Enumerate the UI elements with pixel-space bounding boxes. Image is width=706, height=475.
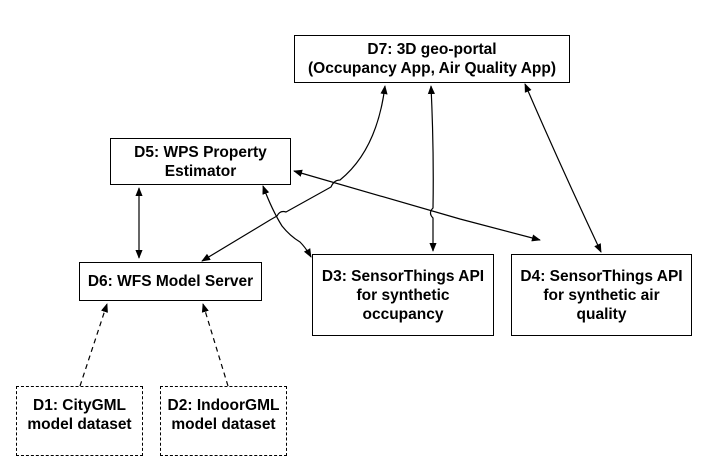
node-label-line: D7: 3D geo-portal <box>367 41 497 58</box>
node-label-line: model dataset <box>27 416 132 433</box>
node-label-line: D3: SensorThings API <box>321 267 485 285</box>
node-label-line: quality <box>576 305 627 323</box>
node-label-line: occupancy <box>362 305 444 323</box>
node-label-line: for synthetic air <box>543 286 660 304</box>
node-label-line: (Occupancy App, Air Quality App) <box>307 60 557 77</box>
node-label-line: D2: IndoorGML <box>167 397 280 414</box>
node-label-line: D5: WPS Property <box>134 143 267 161</box>
node-label-line: Estimator <box>164 162 237 180</box>
edge-d1-d6 <box>79 303 108 387</box>
node-d3-sensorthings-occupancy: D3: SensorThings API for synthetic occup… <box>312 254 494 336</box>
node-d2-indoorgml-dataset: D2: IndoorGML model dataset <box>160 386 287 456</box>
node-d5-wps-property-estimator: D5: WPS Property Estimator <box>110 138 291 185</box>
edge-d5-d3 <box>262 185 312 258</box>
edge-d5-d4 <box>293 169 541 242</box>
node-label-line: D6: WFS Model Server <box>87 273 254 290</box>
edge-d3-d7 <box>427 85 437 252</box>
edge-d4-d7 <box>524 83 602 253</box>
node-label-line: for synthetic <box>356 286 450 304</box>
node-label-line: D1: CityGML <box>33 397 126 414</box>
edge-d2-d6 <box>201 303 229 387</box>
node-d4-sensorthings-air-quality: D4: SensorThings API for synthetic air q… <box>511 254 692 336</box>
node-d1-citygml-dataset: D1: CityGML model dataset <box>16 386 143 456</box>
node-label-line: model dataset <box>171 416 276 433</box>
node-d6-wfs-model-server: D6: WFS Model Server <box>79 262 262 301</box>
node-label-line: D4: SensorThings API <box>520 267 683 285</box>
node-d7-geo-portal: D7: 3D geo-portal (Occupancy App, Air Qu… <box>294 35 570 83</box>
